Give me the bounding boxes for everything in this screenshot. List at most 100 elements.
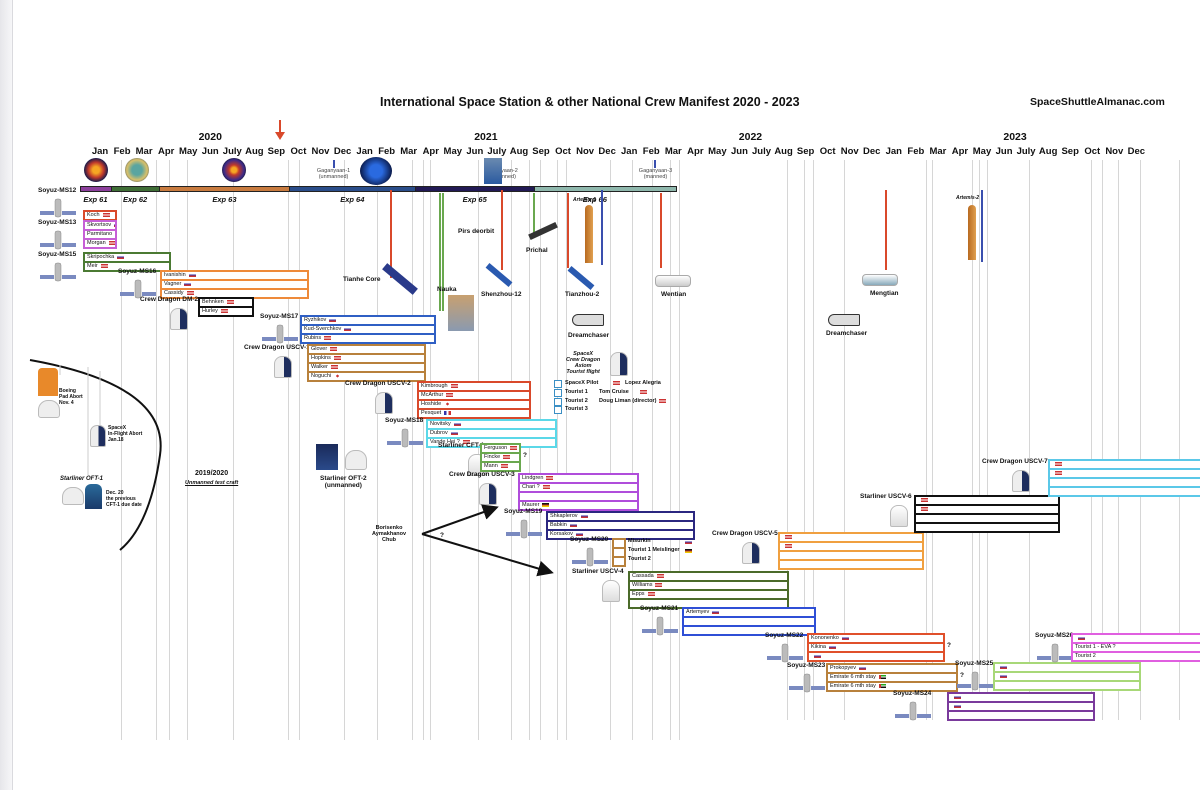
month-label: July: [222, 146, 242, 157]
module-label: Wentian: [661, 291, 687, 298]
mission-label: Soyuz-MS18: [385, 417, 424, 424]
flag-icon: [954, 694, 961, 699]
test-flights-heading: 2019/2020: [195, 470, 229, 477]
soyuz-spacecraft-icon: [262, 323, 298, 345]
flag-icon: [841, 635, 849, 640]
crew-name: Williams: [632, 582, 653, 588]
launch-line: [501, 190, 503, 270]
month-label: Oct: [290, 146, 307, 157]
crew-name: Vagner: [164, 281, 182, 287]
crew-name: Korsakov: [550, 531, 573, 537]
soyuz-spacecraft-icon: [789, 672, 825, 694]
crew-dragon-capsule-icon: [90, 425, 106, 447]
soyuz-spacecraft-icon: [40, 229, 76, 251]
mission-label: Soyuz-MS26: [1035, 632, 1074, 639]
flag-icon: [444, 410, 452, 415]
crew-name: Epps: [632, 591, 645, 597]
exp-65-patch-icon: [484, 158, 502, 184]
grid-line: [233, 160, 235, 740]
flag-icon: [444, 401, 452, 406]
module-label: Prichal: [526, 247, 548, 254]
month-label: Jun: [730, 146, 748, 157]
month-label: Feb: [113, 146, 131, 157]
flag-icon: [575, 531, 583, 536]
crew-name: Dubrov: [430, 430, 448, 436]
oft2-label: Starliner OFT-2 (unmanned): [320, 475, 367, 489]
oft2-name: Starliner OFT-2: [320, 475, 367, 482]
crew-dragon-capsule-icon: [375, 392, 393, 414]
flag-icon: [659, 398, 666, 403]
month-label: Feb: [378, 146, 396, 157]
month-label: Sep: [796, 146, 815, 157]
flag-icon: [334, 373, 342, 378]
launch-line: [533, 193, 535, 233]
starliner-capsule-icon: [38, 400, 60, 418]
crew-name: Kud-Sverchkov: [304, 326, 342, 332]
cosmonaut-question: ?: [440, 532, 444, 539]
crew-name: Skvortsov: [87, 222, 112, 228]
crew-name: Babkin: [550, 522, 567, 528]
flag-icon: [878, 683, 886, 688]
expedition-segment: [110, 186, 162, 192]
soyuz-spacecraft-icon: [642, 615, 678, 637]
crew-name: Mann: [484, 463, 498, 469]
launch-line: [885, 190, 887, 270]
grid-line: [566, 160, 568, 740]
flag-icon: [685, 549, 692, 553]
crew-slot: Rubins: [300, 333, 436, 344]
crew-name: Tourist 1 - EVA ?: [1075, 644, 1116, 650]
crew-name: Cassada: [632, 573, 654, 579]
launch-line: [981, 190, 983, 262]
axiom-heading-line: Tourist flight: [566, 369, 600, 375]
gaganyaan-note: (unmanned): [318, 174, 349, 180]
crew-slot: Meir: [83, 261, 171, 272]
expedition-label: Exp 62: [123, 195, 148, 204]
flag-icon: [510, 445, 518, 450]
module-label: Mengtian: [870, 290, 899, 297]
crew-name: Emirate 6 mth stay: [830, 683, 876, 689]
mission-label: Soyuz-MS19: [504, 508, 543, 515]
checkbox-icon: [554, 406, 562, 415]
crew-name: Prokopyev: [830, 665, 856, 671]
flag-icon: [647, 591, 655, 596]
expedition-segment: [80, 186, 113, 192]
flag-icon: [1000, 664, 1007, 669]
mission-label: Soyuz-MS20: [570, 536, 609, 543]
flag-icon: [108, 240, 115, 245]
crew-name: Maurer: [522, 502, 540, 508]
axiom-name: Lopez Alegria: [625, 380, 661, 386]
mission-label: Crew Dragon USCV-5: [712, 530, 778, 537]
year-label: 2021: [474, 131, 498, 143]
crew-name: Novitsky: [430, 421, 451, 427]
gaganyaan-name: Gaganyaan-3: [638, 168, 673, 174]
soyuz-spacecraft-icon: [895, 700, 931, 722]
month-label: May: [972, 146, 992, 157]
grid-line: [288, 160, 290, 740]
crew-name: Meir: [87, 263, 98, 269]
flag-icon: [462, 439, 470, 444]
crew-name: Vande Hei ?: [430, 439, 460, 445]
flag-icon: [656, 573, 664, 578]
flag-icon: [184, 281, 192, 286]
grid-line: [539, 160, 541, 740]
month-label: Dec: [1127, 146, 1146, 157]
flag-icon: [333, 355, 341, 360]
flag-icon: [712, 609, 720, 614]
flag-icon: [1055, 461, 1062, 466]
module-label: Artemis-2: [956, 195, 980, 201]
year-label: 2023: [1003, 131, 1027, 143]
test-flight-label: Starliner OFT-1: [60, 476, 104, 482]
flag-icon: [785, 543, 792, 548]
month-label: Jan: [91, 146, 109, 157]
grid-line: [978, 160, 980, 720]
month-label: July: [751, 146, 772, 157]
tianzhou-module-icon: [567, 266, 595, 290]
mission-label: Crew Dragon USCV-1: [244, 344, 310, 351]
flag-icon: [102, 212, 110, 217]
module-label: Pirs deorbit: [458, 228, 495, 235]
month-label: July: [1016, 146, 1036, 157]
crew-slot: Emirate 6 mth stay: [826, 681, 958, 692]
grid-line: [528, 160, 530, 740]
month-label: Apr: [422, 146, 439, 157]
crew-name: Misurkin: [628, 538, 651, 544]
